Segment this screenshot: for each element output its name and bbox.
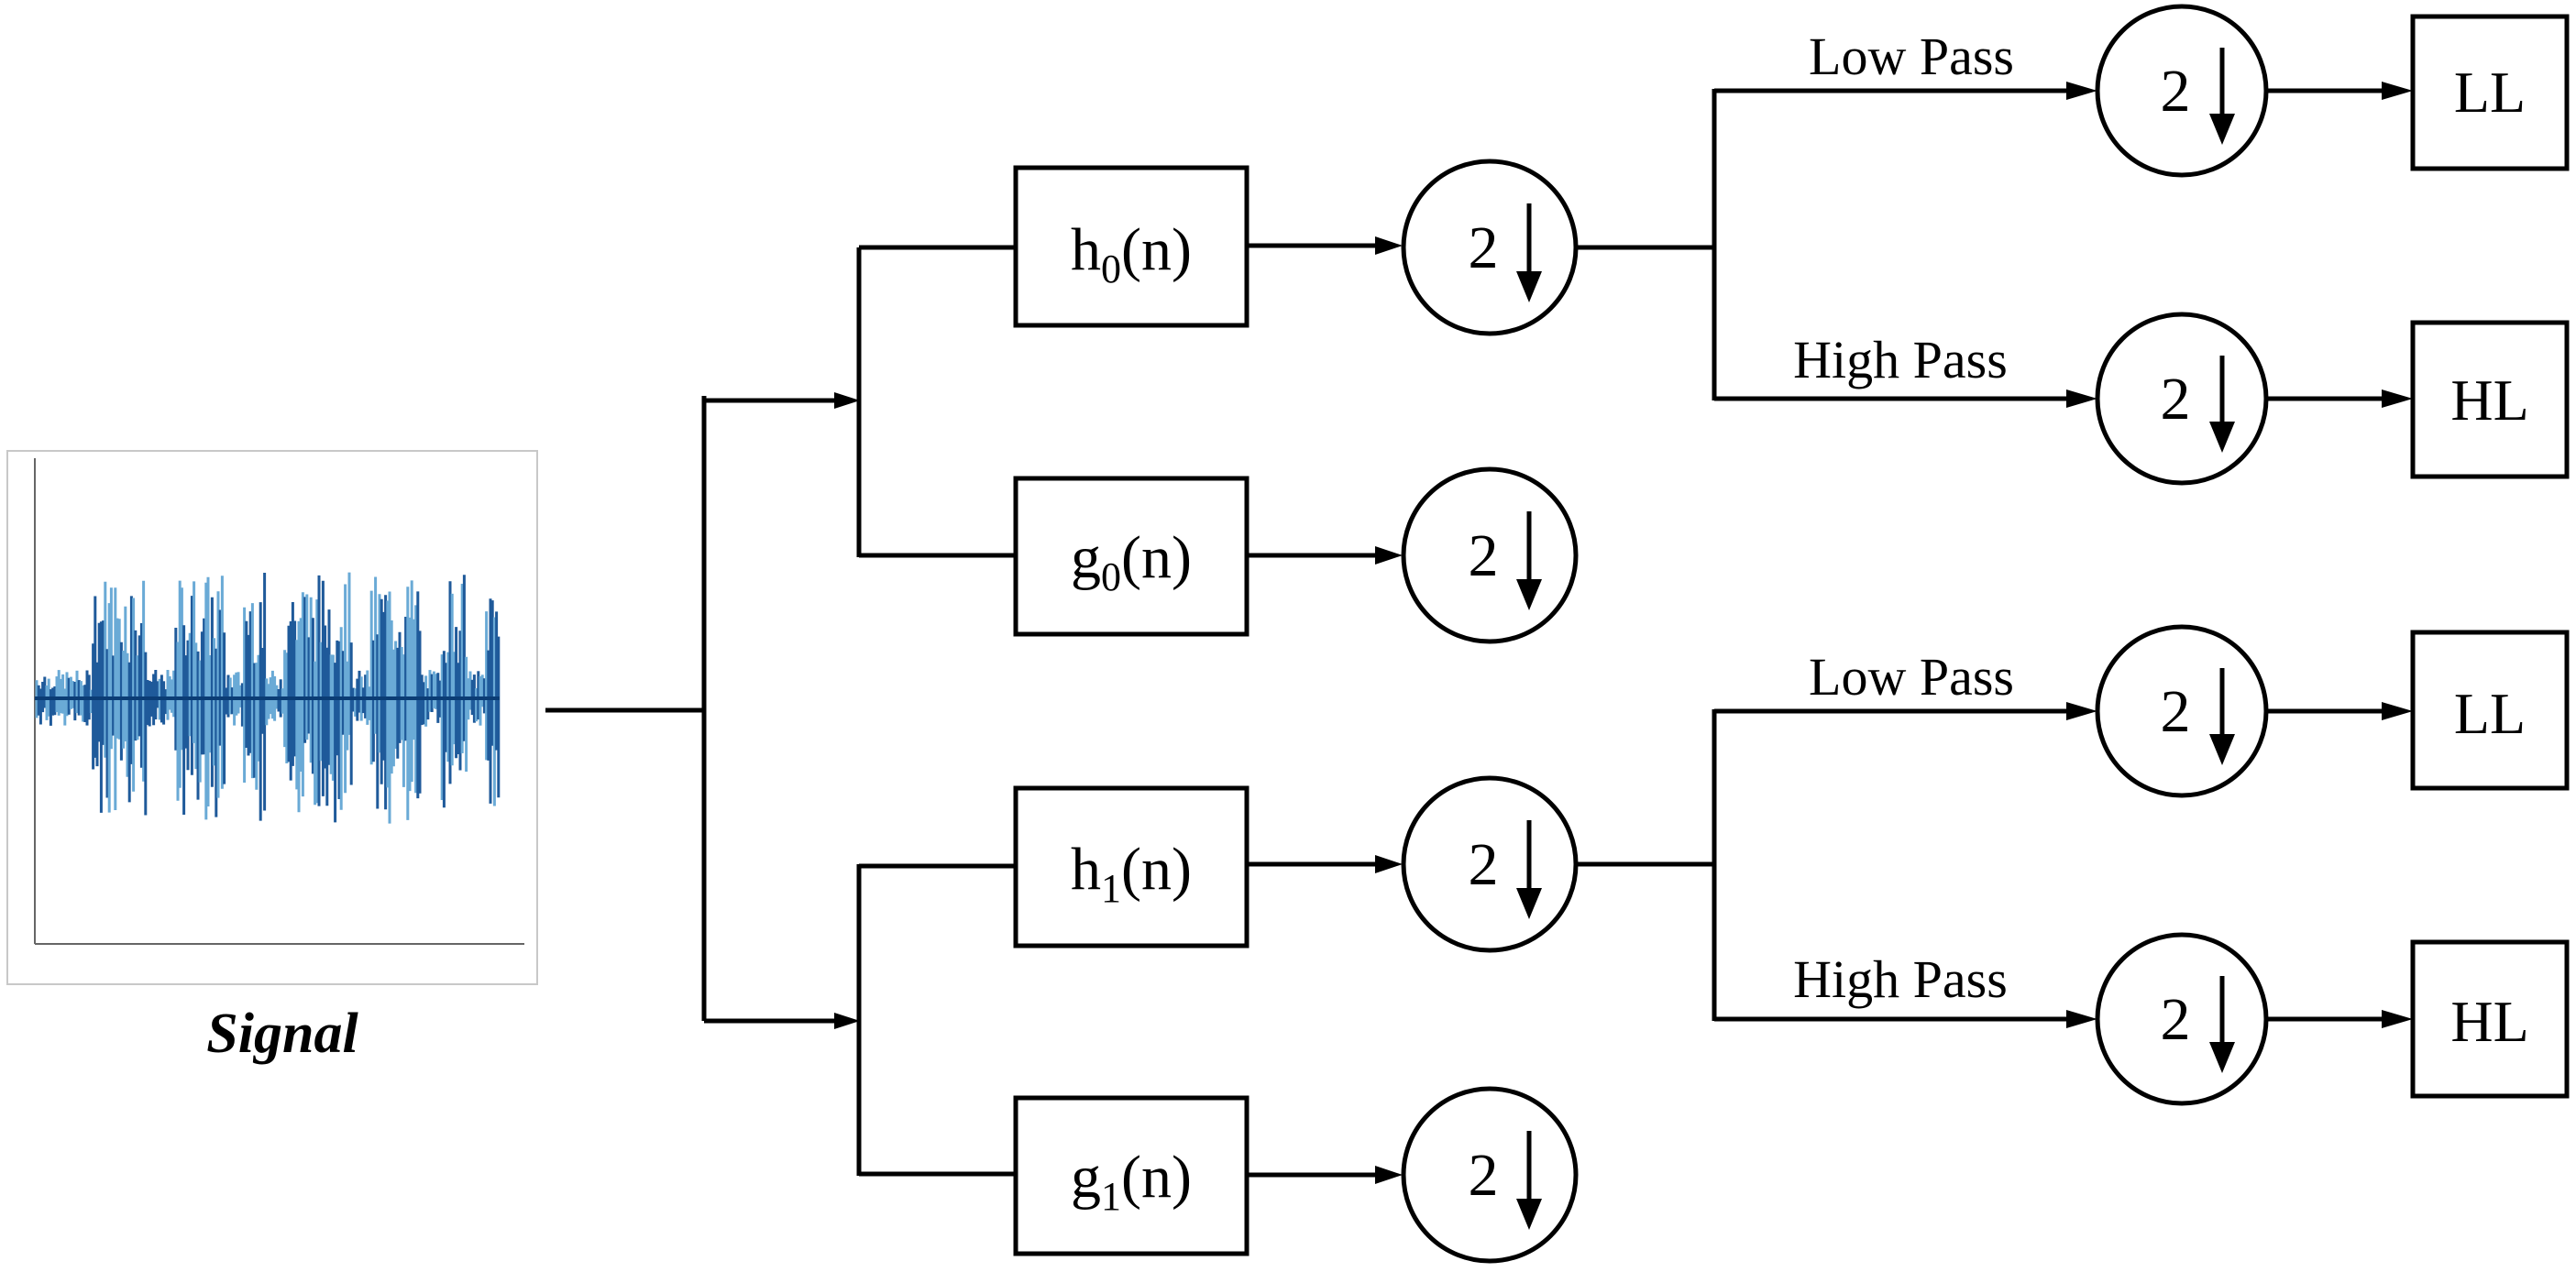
svg-text:h0(n): h0(n) (1071, 216, 1192, 291)
downsampler-top-low: 2 (2095, 4, 2269, 178)
svg-text:2: 2 (2161, 678, 2191, 745)
svg-text:2: 2 (2161, 366, 2191, 433)
svg-text:2: 2 (1469, 522, 1499, 589)
svg-text:g1(n): g1(n) (1071, 1144, 1192, 1219)
filter-to-downsampler-arrows (1247, 236, 1403, 1184)
output-top-ll: LL (2410, 14, 2570, 171)
split-lower-arrow (834, 1013, 860, 1029)
signal-waveform (35, 572, 501, 824)
svg-text:g0(n): g0(n) (1071, 524, 1192, 599)
svg-text:2: 2 (1469, 1142, 1499, 1209)
downsampler-bottom-low: 2 (2095, 624, 2269, 798)
output-arrows (2266, 82, 2413, 1028)
downsampler-g1: 2 (1401, 1086, 1579, 1264)
bottom-high-pass-label: High Pass (1793, 949, 2008, 1009)
output-bottom-hl: HL (2410, 939, 2570, 1099)
downsampler-top-high: 2 (2095, 312, 2269, 486)
filter-g0: g0(n) (1013, 476, 1249, 637)
svg-text:h1(n): h1(n) (1071, 836, 1192, 911)
svg-text:HL: HL (2450, 989, 2528, 1054)
top-high-pass-label: High Pass (1793, 330, 2008, 389)
downsampler-g0: 2 (1401, 466, 1579, 644)
svg-text:LL: LL (2454, 60, 2526, 125)
svg-text:2: 2 (1469, 214, 1499, 281)
filter-g1: g1(n) (1013, 1095, 1249, 1256)
split-upper-arrow (834, 392, 860, 409)
svg-text:2: 2 (2161, 58, 2191, 125)
svg-text:LL: LL (2454, 681, 2526, 746)
top-branch-wiring (1576, 82, 2097, 408)
output-bottom-ll: LL (2410, 630, 2570, 791)
downsampler-bottom-high: 2 (2095, 932, 2269, 1106)
downsampler-h1: 2 (1401, 775, 1579, 953)
bottom-low-pass-label: Low Pass (1809, 647, 2014, 707)
bottom-branch-wiring (1576, 702, 2097, 1028)
signal-plot (6, 450, 538, 985)
downsampler-h0: 2 (1401, 159, 1579, 336)
filter-h0: h0(n) (1013, 165, 1249, 328)
signal-caption: Signal (206, 1003, 358, 1065)
top-low-pass-label: Low Pass (1809, 27, 2014, 86)
filter-h1: h1(n) (1013, 785, 1249, 949)
svg-text:2: 2 (2161, 986, 2191, 1053)
svg-text:2: 2 (1469, 831, 1499, 898)
output-top-hl: HL (2410, 320, 2570, 479)
svg-text:HL: HL (2450, 367, 2528, 433)
